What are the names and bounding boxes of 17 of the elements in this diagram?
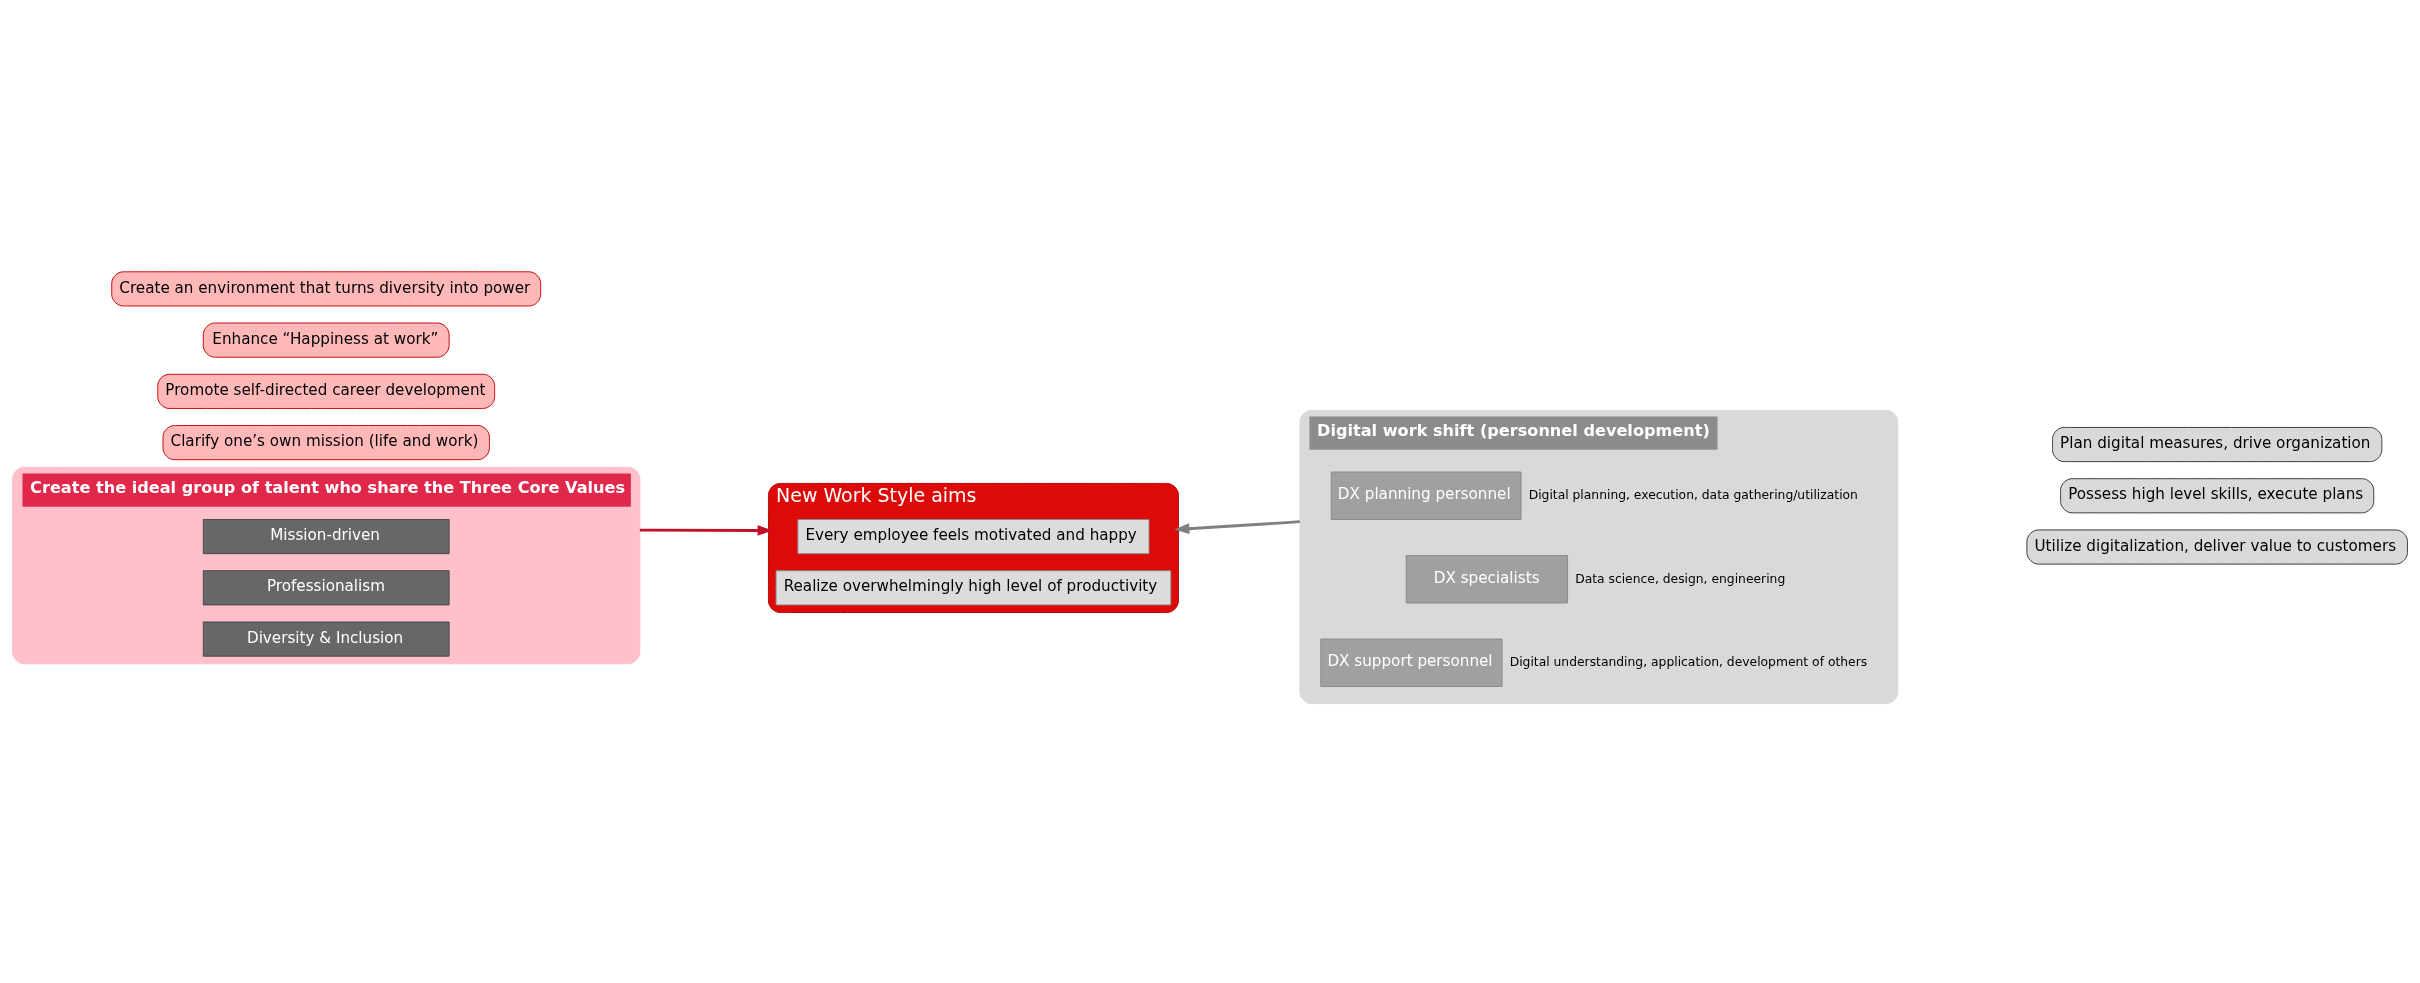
- node-box: Utilize digitalization, deliver value to customers: [2026, 529, 2408, 565]
- node-box: Every employee feels motivated and happy: [797, 519, 1150, 555]
- node-box: Create an environment that turns diversity into power: [111, 271, 542, 307]
- arrow: [1174, 520, 1300, 534]
- node-box: Plan digital measures, drive organization: [2052, 426, 2383, 463]
- node-box: Realize overwhelmingly high level of productivity: [775, 570, 1172, 606]
- node-box: Professionalism: [202, 570, 450, 606]
- node-box: Enhance “Happiness at work”: [202, 322, 450, 358]
- arrow: [639, 525, 773, 536]
- node-box: Mission-driven: [202, 519, 450, 555]
- node-label: Digital understanding, application, development of others: [1509, 655, 1868, 670]
- node-label: Data science, design, engineering: [1575, 571, 1786, 586]
- node-box: Promote self-directed career development: [157, 373, 496, 409]
- node-label: Digital planning, execution, data gathering/utilization: [1528, 488, 1858, 502]
- node-box: Diversity & Inclusion: [202, 621, 450, 657]
- node-box: Possess high level skills, execute plans: [2060, 478, 2375, 514]
- node-box: Clarify one’s own mission (life and work): [162, 425, 490, 461]
